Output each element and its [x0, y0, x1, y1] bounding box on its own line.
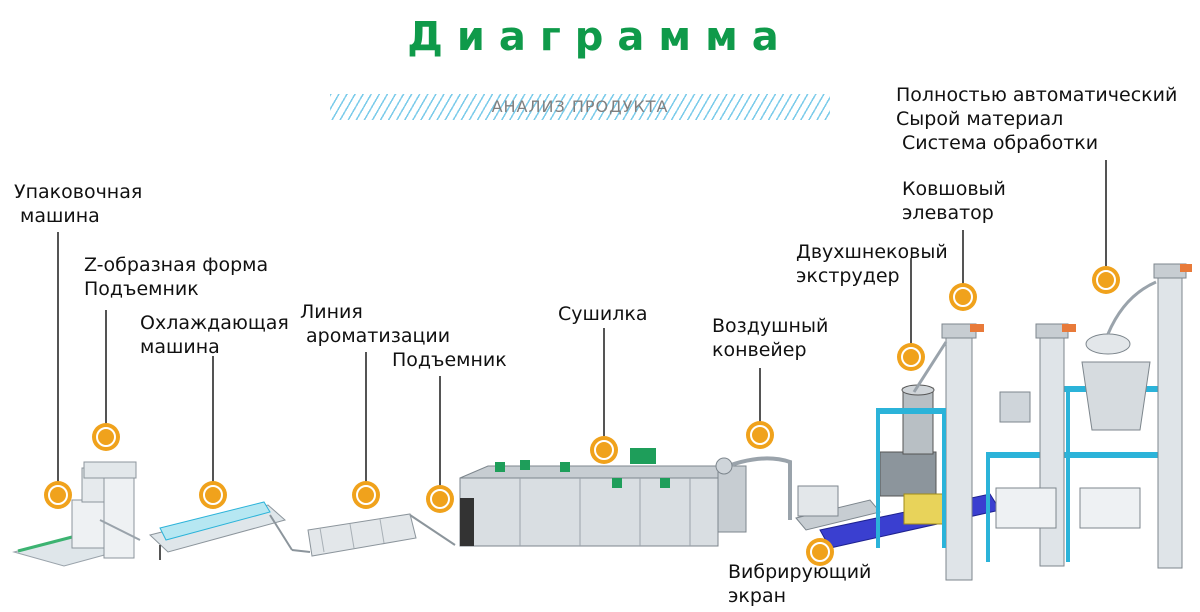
page-title: Диаграмма — [407, 14, 793, 60]
label-line: конвейер — [712, 339, 807, 361]
label-rawsys: Полностью автоматический Сырой материал … — [896, 83, 1177, 155]
label-line: экран — [728, 585, 787, 607]
label-packing: Упаковочная машина — [14, 180, 142, 228]
label-line: машина — [140, 336, 220, 358]
label-line: Воздушный — [712, 315, 829, 337]
subtitle-text: АНАЛИЗ ПРОДУКТА — [491, 97, 669, 116]
marker-flavor-icon — [352, 481, 380, 509]
section-subtitle: АНАЛИЗ ПРОДУКТА — [330, 94, 830, 120]
marker-airconv-icon — [746, 421, 774, 449]
label-cooler: Охлаждающая машина — [140, 311, 289, 359]
label-bucket: Ковшовый элеватор — [902, 177, 1006, 225]
label-line: Полностью автоматический — [896, 84, 1178, 106]
label-line: ароматизации — [306, 325, 451, 347]
label-airconv: Воздушный конвейер — [712, 314, 828, 362]
cooling-machine — [148, 501, 311, 560]
label-line: Сушилка — [558, 303, 648, 325]
label-line: Подъемник — [392, 349, 507, 371]
markers — [44, 266, 1120, 566]
label-line: экструдер — [796, 265, 900, 287]
vibrating-screen — [795, 485, 881, 531]
label-line: Ковшовый — [902, 178, 1006, 200]
marker-bucket-icon — [949, 283, 977, 311]
marker-packing-icon — [44, 481, 72, 509]
label-line: Система обработки — [902, 132, 1099, 154]
label-line: элеватор — [902, 202, 994, 224]
label-zlift: Z-образная форма Подъемник — [84, 253, 268, 301]
label-elevator: Подъемник — [392, 348, 507, 372]
label-screen: Вибрирующий экран — [728, 560, 871, 608]
marker-zlift-icon — [92, 423, 120, 451]
dryer — [459, 448, 747, 547]
label-dryer: Сушилка — [558, 302, 648, 326]
label-extruder: Двухшнековый экструдер — [796, 240, 948, 288]
label-line: Охлаждающая — [140, 312, 289, 334]
label-line: Вибрирующий — [728, 561, 872, 583]
label-line: Z-образная форма — [84, 254, 269, 276]
raw-material-system — [986, 263, 1192, 569]
z-lift-machine — [83, 461, 141, 559]
leader-lines — [57, 160, 1107, 486]
marker-dryer-icon — [590, 436, 618, 464]
label-line: машина — [20, 205, 100, 227]
label-flavor: Линия ароматизации — [300, 300, 450, 348]
label-line: Сырой материал — [896, 108, 1064, 130]
label-line: Двухшнековый — [796, 241, 948, 263]
label-line: Линия — [300, 301, 363, 323]
label-line: Упаковочная — [14, 181, 143, 203]
marker-screen-icon — [806, 538, 834, 566]
flavoring-line — [307, 513, 456, 557]
marker-rawsys-icon — [1092, 266, 1120, 294]
label-line: Подъемник — [84, 278, 199, 300]
marker-cooler-icon — [199, 481, 227, 509]
bucket-elevator — [876, 323, 984, 581]
marker-elevator-icon — [426, 485, 454, 513]
air-conveyor — [715, 456, 792, 520]
marker-extruder-icon — [897, 343, 925, 371]
hatch-decoration — [330, 94, 830, 120]
